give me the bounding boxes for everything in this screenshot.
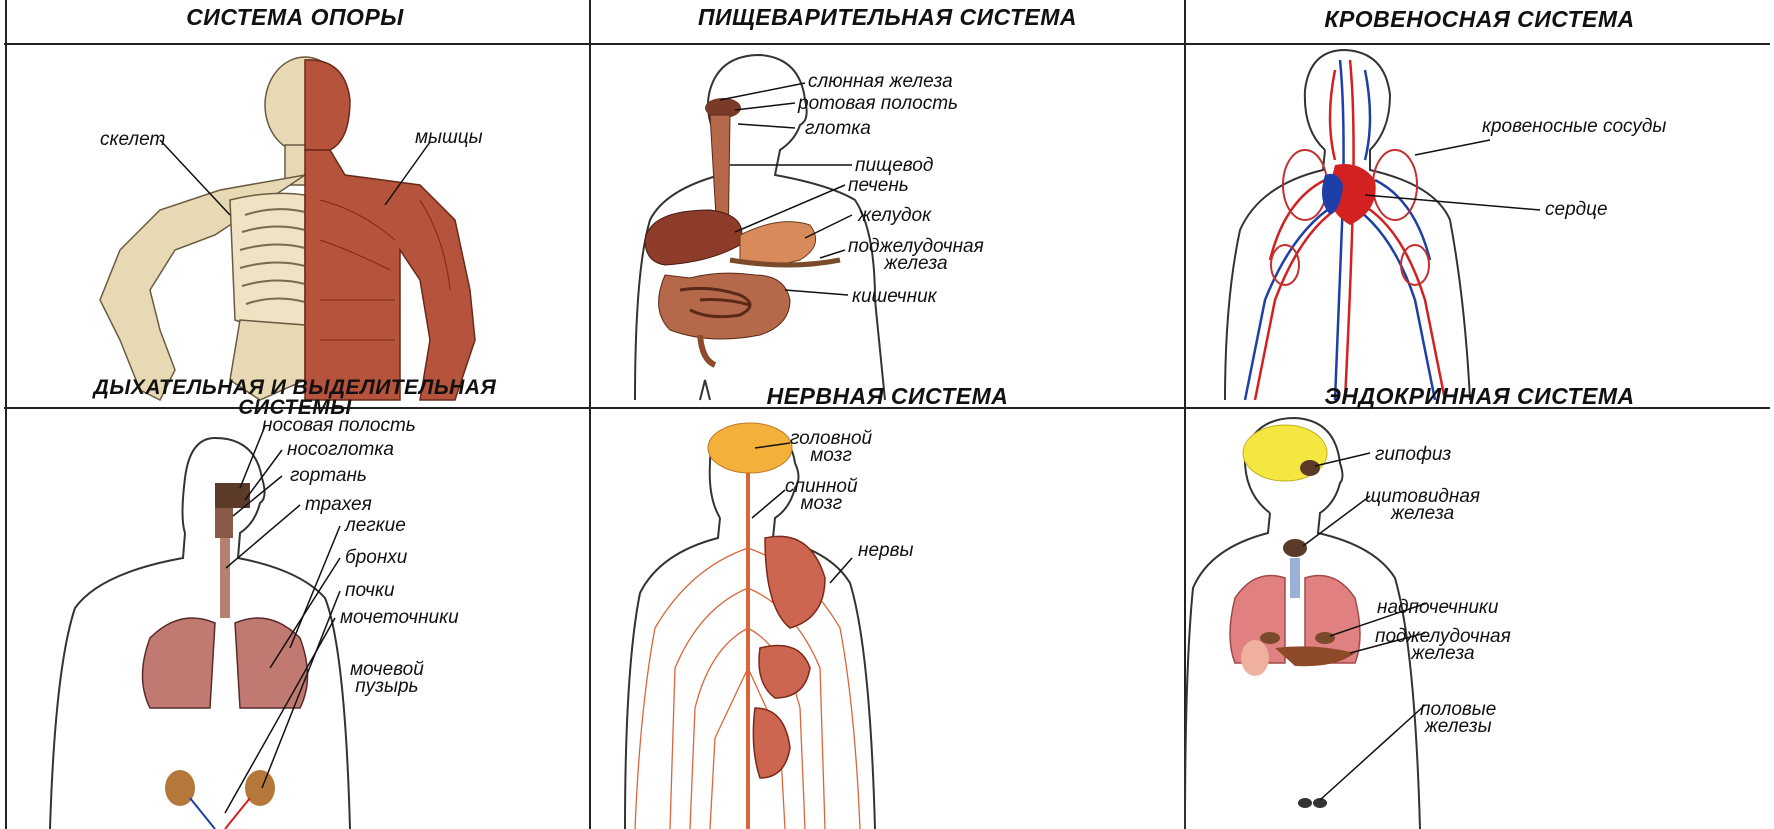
label-pituitary: гипофиз [1375, 445, 1451, 464]
endocrine-figure [1185, 408, 1774, 829]
label-nasopharynx: носоглотка [287, 440, 394, 459]
label-trachea: трахея [305, 495, 372, 514]
label-brain: головной мозг [790, 430, 872, 464]
label-lungs: легкие [345, 516, 406, 535]
trachea [1290, 558, 1300, 598]
panel-support-system: СИСТЕМА ОПОРЫ [0, 0, 590, 408]
label-esophagus: пищевод [855, 156, 933, 175]
label-intestine: кишечник [852, 287, 937, 306]
label-pancreas: поджелудочная железа [1375, 628, 1511, 662]
panel-endocrine-system: ЭНДОКРИННАЯ СИСТЕМА [1185, 408, 1774, 829]
label-gonads-line2: железы [1420, 718, 1496, 735]
label-liver: печень [848, 176, 909, 195]
panel-title-line1: ДЫХАТЕЛЬНАЯ И ВЫДЕЛИТЕЛЬНАЯ [0, 378, 590, 398]
label-pancreas-line2: железа [848, 255, 984, 272]
label-pharynx: глотка [805, 119, 871, 138]
label-bladder-line2: пузырь [350, 678, 424, 695]
muscle-half [305, 60, 475, 400]
label-mouth: ротовая полость [798, 94, 958, 113]
body-outline [1185, 418, 1420, 829]
lungs [143, 618, 308, 708]
skeleton-muscle-figure [0, 0, 590, 408]
kidneys-bladder [165, 770, 275, 829]
label-skeleton: скелет [100, 130, 165, 149]
label-salivary-gland: слюнная железа [808, 72, 953, 91]
gonads [1298, 798, 1327, 808]
panel-title: НЕРВНАЯ СИСТЕМА [590, 385, 1185, 408]
label-pancreas: поджелудочная железа [848, 238, 984, 272]
pituitary [1300, 460, 1320, 476]
panel-title: ЭНДОКРИННАЯ СИСТЕМА [1185, 385, 1774, 408]
label-thyroid: щитовидная железа [1365, 488, 1480, 522]
label-larynx: гортань [290, 466, 367, 485]
label-nasal-cavity: носовая полость [262, 416, 416, 435]
label-kidneys: почки [345, 581, 395, 600]
label-pancreas-line2: железа [1375, 645, 1511, 662]
label-bladder: мочевой пузырь [350, 661, 424, 695]
label-stomach: желудок [858, 206, 931, 225]
arteries [1255, 60, 1445, 400]
veins [1245, 60, 1435, 400]
digestive-figure [590, 0, 1185, 408]
label-spinal-cord: спинной мозг [785, 478, 858, 512]
label-spinal-line2: мозг [785, 495, 858, 512]
label-gonads: половые железы [1420, 701, 1496, 735]
label-brain-line2: мозг [790, 447, 872, 464]
airway [215, 483, 250, 618]
label-bronchi: бронхи [345, 548, 407, 567]
label-ureters: мочеточники [340, 608, 459, 627]
label-heart: сердце [1545, 200, 1608, 219]
label-muscles: мышцы [415, 128, 483, 147]
label-blood-vessels: кровеносные сосуды [1482, 117, 1666, 136]
nervous-figure [590, 408, 1185, 829]
adrenal-glands [1260, 632, 1335, 644]
brain [708, 423, 792, 473]
label-nerves: нервы [858, 541, 914, 560]
panel-digestive-system: ПИЩЕВАРИТЕЛЬНАЯ СИСТЕМА [590, 0, 1185, 408]
thyroid [1283, 539, 1307, 557]
circulatory-figure [1185, 0, 1774, 408]
panel-respiratory-excretory: ДЫХАТЕЛЬНАЯ И ВЫДЕЛИТЕЛЬНАЯ СИСТЕМЫ [0, 408, 590, 829]
label-thyroid-line2: железа [1365, 505, 1480, 522]
label-adrenal: надпочечники [1377, 598, 1498, 617]
panel-nervous-system: НЕРВНАЯ СИСТЕМА [590, 408, 1185, 829]
kidney-left [1241, 640, 1269, 676]
panel-circulatory-system: КРОВЕНОСНАЯ СИСТЕМА [1185, 0, 1774, 408]
organs [753, 536, 825, 778]
